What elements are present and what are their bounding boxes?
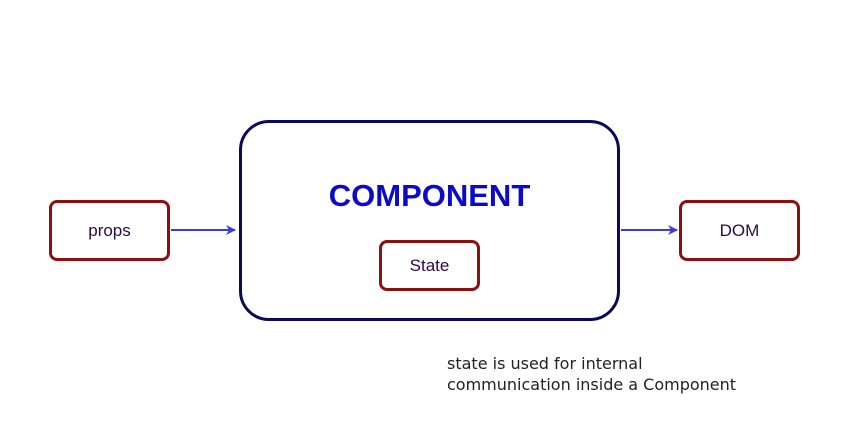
caption-line-1: state is used for internal: [447, 354, 643, 373]
state-label: State: [409, 255, 450, 275]
dom-box: DOM: [679, 200, 800, 261]
component-title: COMPONENT: [328, 178, 531, 213]
props-box: props: [49, 200, 170, 261]
dom-label: DOM: [719, 220, 760, 240]
caption: state is used for internal communication…: [447, 353, 736, 395]
props-label: props: [88, 220, 131, 240]
caption-line-2: communication inside a Component: [447, 375, 737, 394]
state-box: State: [379, 240, 480, 291]
